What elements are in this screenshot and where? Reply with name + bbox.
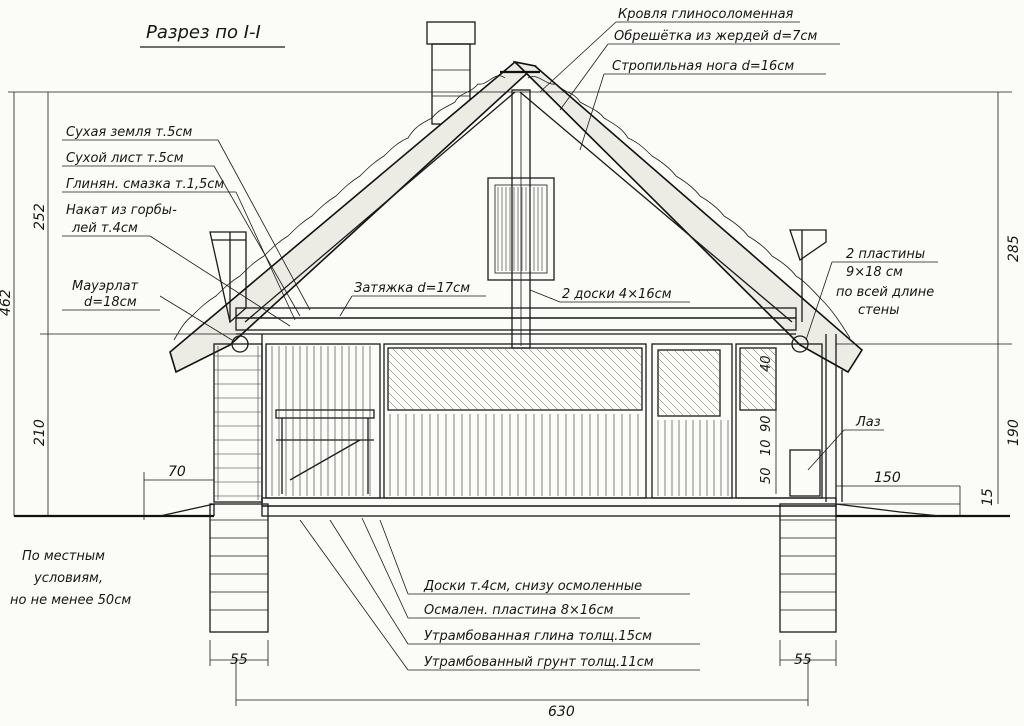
planks-center [389, 414, 639, 496]
leader-lines [62, 21, 938, 671]
label-dry-earth: Сухая земля т.5см [66, 125, 192, 140]
note-line1: По местным [22, 549, 105, 564]
label-mauerlat-line1: Мауэрлат [72, 279, 139, 294]
king-post [511, 89, 531, 349]
mesh-hatch [740, 348, 776, 410]
dim-roof-height-right: 285 [1006, 235, 1022, 262]
dim-offset-left: 70 [168, 464, 186, 480]
dim-hatch-50: 50 [759, 467, 774, 484]
label-tie-beam: Затяжка d=17см [354, 281, 470, 296]
label-plates-3: по всей длине [836, 285, 934, 300]
dim-plinth: 15 [980, 488, 996, 506]
dim-wall-height-right: 190 [1006, 419, 1022, 446]
vent-slats [497, 187, 543, 271]
roof [169, 60, 864, 374]
label-battens: Обрешётка из жердей d=7см [614, 29, 818, 44]
dim-total-height: 462 [0, 289, 14, 316]
partition-right [651, 343, 733, 499]
floor [261, 497, 837, 517]
label-slab-line2: лей т.4см [71, 221, 138, 236]
hatch-area [735, 343, 823, 499]
dim-footing-right: 55 [794, 652, 812, 668]
foundation-left [209, 503, 269, 633]
label-hatch: Лаз [855, 415, 881, 430]
label-tarred-plate: Осмален. пластина 8×16см [424, 603, 614, 618]
label-floor-boards: Доски т.4см, снизу осмоленные [423, 579, 642, 594]
label-roofing: Кровля глиносоломенная [618, 7, 794, 22]
dimension-lines [8, 91, 1012, 706]
ceiling [235, 307, 797, 335]
note-line3: но не менее 50см [10, 593, 131, 608]
drawing-title: Разрез по I-I [146, 22, 261, 43]
mesh-center [388, 348, 642, 410]
dim-wall-height-left: 210 [32, 419, 48, 446]
dim-hatch-40: 40 [759, 355, 774, 372]
dim-footing-left: 55 [230, 652, 248, 668]
label-two-boards: 2 доски 4×16см [562, 287, 672, 302]
mesh-right [658, 350, 720, 416]
dim-roof-height-left: 252 [32, 203, 48, 230]
label-plates-2: 9×18 см [846, 265, 903, 280]
walls [213, 334, 843, 503]
label-plates-4: стены [858, 303, 899, 318]
foundation-right [779, 503, 837, 633]
dim-overall-width: 630 [548, 704, 575, 720]
label-slab-line1: Накат из горбы- [66, 203, 177, 218]
planks-left [271, 346, 371, 496]
planks-right [657, 420, 729, 496]
trestle [275, 409, 375, 494]
label-rammed-clay: Утрамбованная глина толщ.15см [424, 629, 652, 644]
note-line2: условиям, [33, 571, 103, 586]
label-dry-leaf: Сухой лист т.5см [66, 151, 184, 166]
pier-joints [217, 346, 259, 500]
label-clay-coat: Глинян. смазка т.1,5см [66, 177, 224, 192]
dim-offset-right: 150 [874, 470, 901, 486]
brick-courses [214, 355, 262, 497]
label-mauerlat-line2: d=18см [84, 295, 137, 310]
dim-hatch-10: 10 [759, 439, 774, 456]
label-rammed-soil: Утрамбованный грунт толщ.11см [424, 655, 654, 670]
label-plates-1: 2 пластины [846, 247, 925, 262]
dim-hatch-90: 90 [759, 415, 774, 432]
label-rafter: Стропильная нога d=16см [612, 59, 794, 74]
